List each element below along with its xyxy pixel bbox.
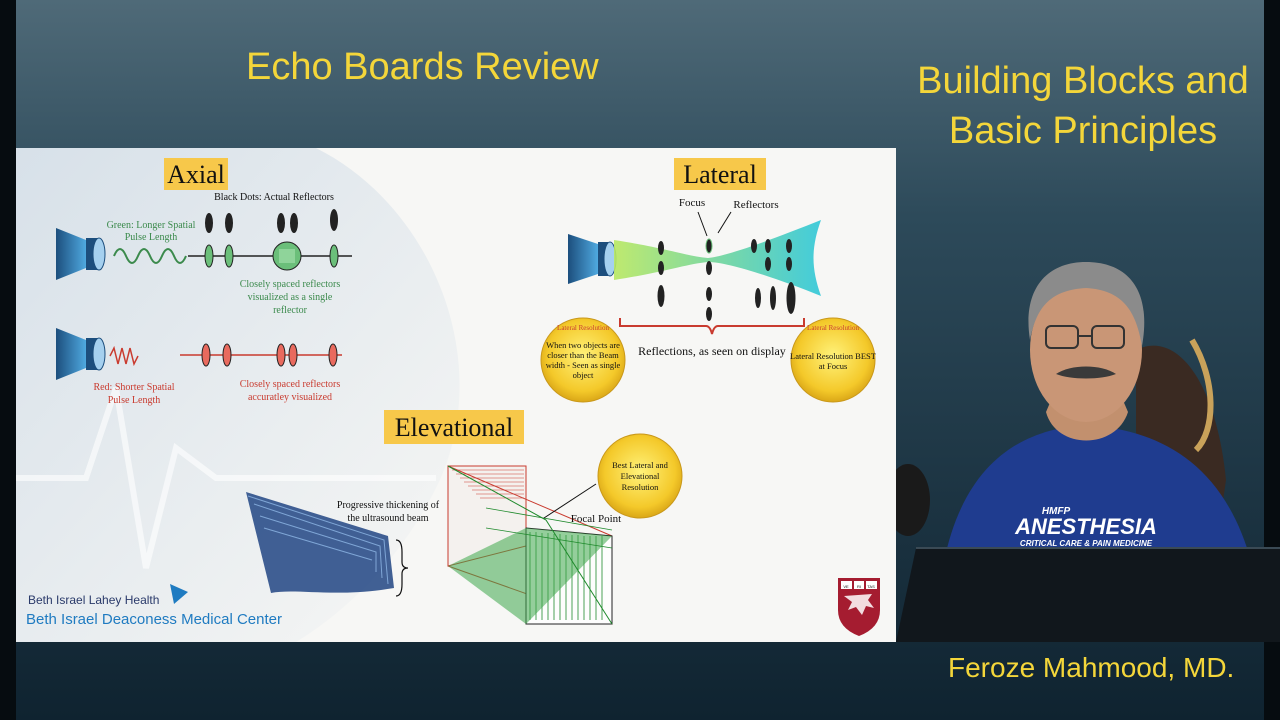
- lateral-heading: Lateral: [683, 160, 757, 189]
- svg-text:VE: VE: [843, 584, 849, 589]
- axial-heading: Axial: [167, 160, 225, 189]
- shirt-text-2: ANESTHESIA: [1014, 514, 1157, 539]
- focus-label: Focus: [679, 197, 705, 209]
- green-note-3: reflector: [273, 305, 308, 316]
- subtitle-line-1: Building Blocks and: [908, 56, 1258, 106]
- svg-text:object: object: [573, 370, 594, 380]
- slide-diagram: Axial Black Dots: Actual Reflectors Gree…: [16, 148, 896, 642]
- reflectors-label: Reflectors: [733, 199, 778, 211]
- lateral-resolution-badge-left: Lateral Resolution When two objects are …: [541, 318, 625, 402]
- harvard-shield-icon: VE RI TAS: [838, 578, 880, 636]
- black-dots-label: Black Dots: Actual Reflectors: [214, 192, 334, 203]
- transducer-icon: [568, 234, 616, 284]
- svg-text:Resolution: Resolution: [622, 482, 660, 492]
- reflectors-arrow: [718, 212, 731, 233]
- svg-text:RI: RI: [857, 584, 861, 589]
- green-note-1: Closely spaced reflectors: [240, 279, 341, 290]
- video-title: Echo Boards Review: [246, 46, 599, 89]
- red-label-1: Red: Shorter Spatial: [93, 382, 174, 393]
- lecture-slide: Axial Black Dots: Actual Reflectors Gree…: [16, 148, 896, 642]
- presenter-name: Feroze Mahmood, MD.: [948, 652, 1234, 684]
- best-resolution-badge: Best Lateral and Elevational Resolution: [598, 434, 682, 518]
- laptop: [896, 548, 1280, 642]
- svg-text:closer than the Beam: closer than the Beam: [547, 350, 619, 360]
- svg-text:When two objects are: When two objects are: [546, 340, 620, 350]
- svg-text:Best Lateral and: Best Lateral and: [612, 460, 668, 470]
- background-heart: [16, 148, 460, 642]
- focus-arrow: [698, 212, 707, 236]
- left-letterbox: [0, 0, 16, 720]
- shirt-text-3: CRITICAL CARE & PAIN MEDICINE: [1020, 539, 1153, 548]
- bilh-logo-line1: Beth Israel Lahey Health: [28, 593, 159, 607]
- red-note-1: Closely spaced reflectors: [240, 379, 341, 390]
- svg-text:Lateral Resolution BEST: Lateral Resolution BEST: [790, 351, 877, 361]
- svg-text:Lateral Resolution: Lateral Resolution: [557, 324, 609, 332]
- svg-text:Lateral Resolution: Lateral Resolution: [807, 324, 859, 332]
- bidmc-logo-line2: Beth Israel Deaconess Medical Center: [26, 611, 282, 628]
- green-label-2: Pulse Length: [125, 232, 178, 243]
- svg-text:width - Seen as single: width - Seen as single: [546, 360, 621, 370]
- lateral-resolution-badge-right: Lateral Resolution Lateral Resolution BE…: [790, 318, 877, 402]
- red-label-2: Pulse Length: [108, 395, 161, 406]
- red-note-2: accuratley visualized: [248, 392, 332, 403]
- svg-text:Elevational: Elevational: [621, 471, 660, 481]
- subtitle-line-2: Basic Principles: [908, 106, 1258, 156]
- presenter-video-feed: HMFP ANESTHESIA CRITICAL CARE & PAIN MED…: [896, 150, 1280, 642]
- svg-text:TAS: TAS: [867, 584, 875, 589]
- thickening-label-1: Progressive thickening of: [337, 500, 440, 511]
- green-note-2: visualized as a single: [248, 292, 333, 303]
- focal-point-label: Focal Point: [571, 513, 621, 525]
- display-label: Reflections, as seen on display: [638, 344, 786, 358]
- svg-text:at Focus: at Focus: [819, 361, 848, 371]
- thickening-label-2: the ultrasound beam: [347, 513, 428, 524]
- display-bracket: [620, 318, 804, 334]
- elevational-heading: Elevational: [395, 413, 513, 442]
- green-label-1: Green: Longer Spatial: [107, 220, 196, 231]
- video-subtitle: Building Blocks and Basic Principles: [908, 56, 1258, 156]
